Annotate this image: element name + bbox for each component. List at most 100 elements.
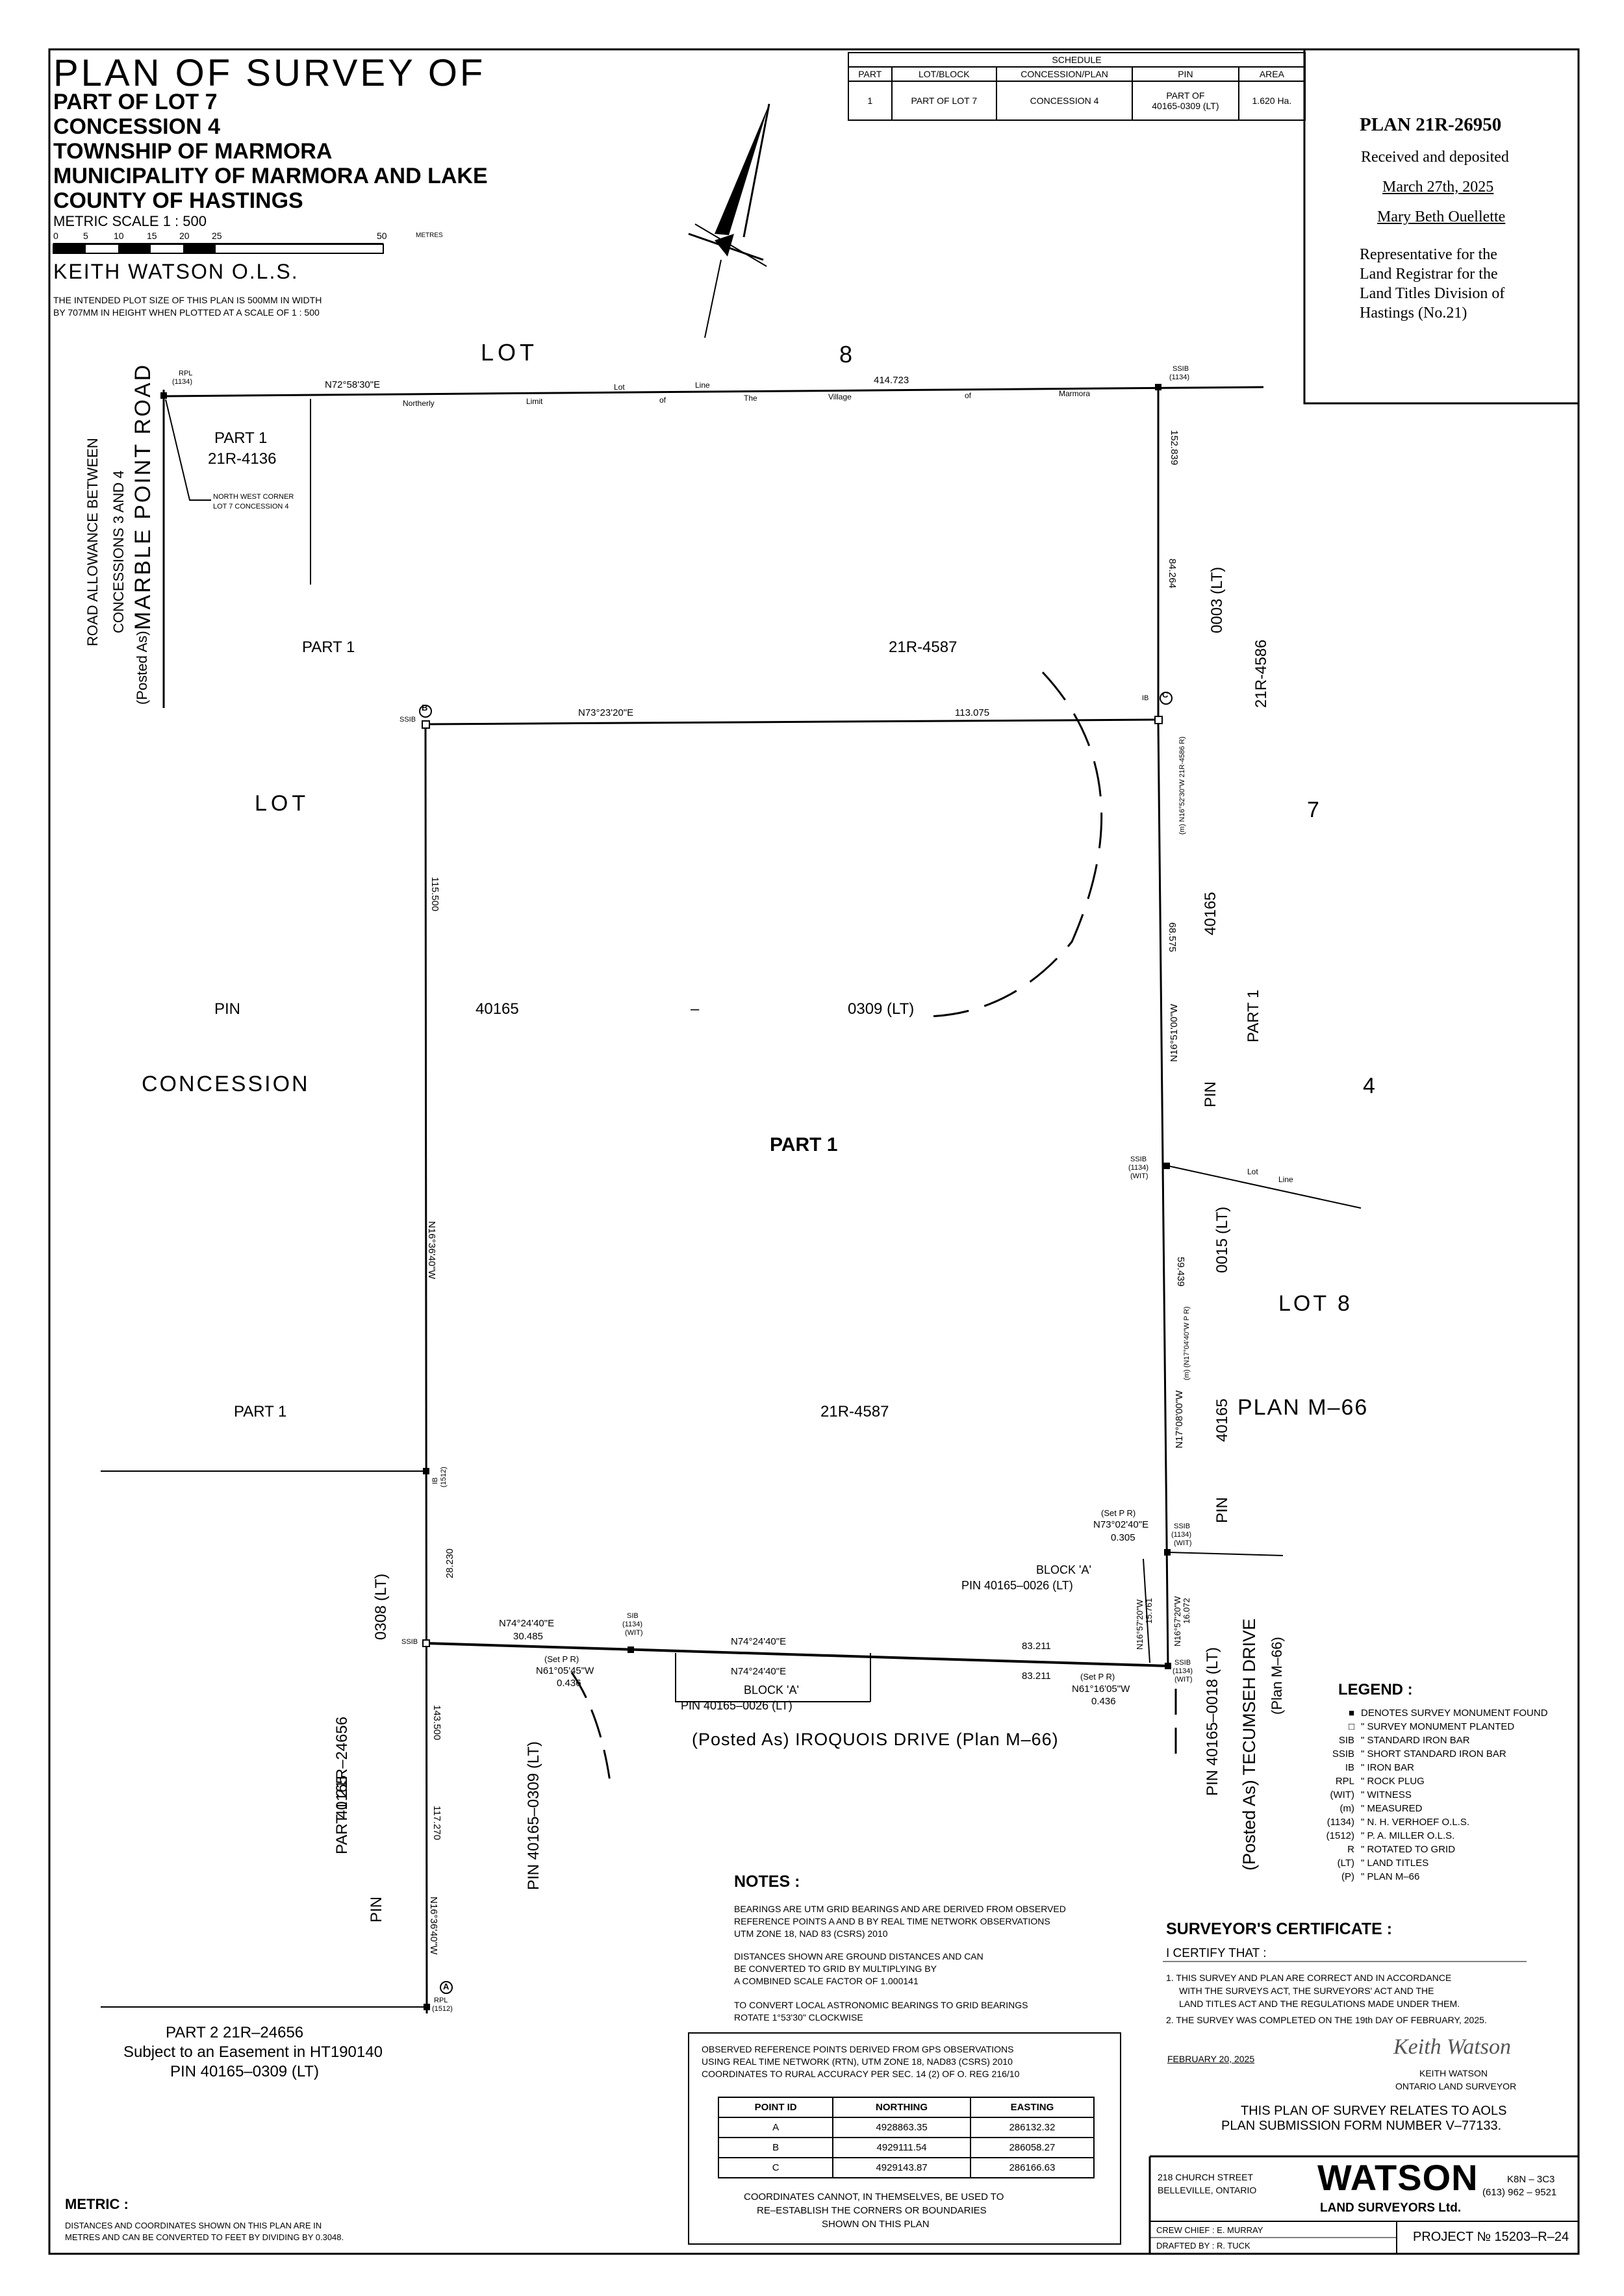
deposit-box bbox=[1303, 48, 1580, 405]
postal-code: K8N – 3C3 bbox=[1507, 2174, 1555, 2185]
west-boundary bbox=[424, 724, 428, 2014]
plan-ref: 21R-4587 bbox=[889, 638, 958, 656]
plot-note: THE INTENDED PLOT SIZE OF THIS PLAN IS 5… bbox=[53, 295, 322, 305]
bearing: N61°16'05"W bbox=[1072, 1684, 1130, 1695]
road-allowance-label: ROAD ALLOWANCE BETWEEN bbox=[84, 438, 101, 646]
line-word: Northerly bbox=[403, 399, 435, 408]
note-line: ROTATE 1°53'30" CLOCKWISE bbox=[734, 2012, 863, 2023]
pin-label: 0309 (LT) bbox=[848, 1000, 915, 1018]
north-boundary bbox=[425, 718, 1159, 725]
distance: 28.230 bbox=[444, 1548, 455, 1578]
point-c-label: C bbox=[1162, 690, 1169, 700]
legend-symbol: (1512) bbox=[1326, 1830, 1354, 1841]
plan-title: PLAN OF SURVEY OF bbox=[53, 52, 486, 94]
monument-label: (1512) bbox=[432, 2005, 453, 2013]
legend-desc: " SURVEY MONUMENT PLANTED bbox=[1361, 1721, 1515, 1732]
monument-label: IB bbox=[1142, 694, 1149, 702]
drawing-border bbox=[48, 48, 1580, 2255]
metric-scale: METRIC SCALE 1 : 500 bbox=[53, 213, 207, 229]
ref-cell: 4929143.87 bbox=[832, 2157, 971, 2178]
aols-note: PLAN SUBMISSION FORM NUMBER V–77133. bbox=[1221, 2119, 1502, 2133]
note-line: BE CONVERTED TO GRID BY MULTIPLYING BY bbox=[734, 1963, 937, 1974]
part-label: PART 1 bbox=[1245, 989, 1262, 1042]
certificate-certify: I CERTIFY THAT : bbox=[1166, 1947, 1267, 1960]
distance: 0.436 bbox=[1091, 1696, 1116, 1707]
pin-label: PIN bbox=[214, 1000, 241, 1018]
pin-label: PIN 40165–0309 (LT) bbox=[170, 2063, 320, 2080]
pin-label: PIN bbox=[1202, 1081, 1219, 1107]
certificate-role: ONTARIO LAND SURVEYOR bbox=[1395, 2081, 1517, 2091]
scale-unit: METRES bbox=[416, 232, 443, 239]
lot-label: LOT bbox=[481, 339, 539, 366]
part-label: PART 1 bbox=[302, 638, 355, 656]
legend-symbol: IB bbox=[1345, 1762, 1354, 1773]
block-a-pin: PIN 40165–0026 (LT) bbox=[681, 1699, 793, 1712]
table-row: C 4929143.87 286166.63 bbox=[717, 2157, 1095, 2178]
distance: 68.575 bbox=[1167, 922, 1178, 952]
note-line: REFERENCE POINTS A AND B BY REAL TIME NE… bbox=[734, 1916, 1050, 1926]
distance: 30.485 bbox=[513, 1631, 543, 1642]
lot-label: LOT 8 bbox=[1278, 1291, 1352, 1316]
legend-desc: " PLAN M–66 bbox=[1361, 1871, 1420, 1882]
set-pr-label: (Set P R) bbox=[1080, 1672, 1115, 1682]
line-word: Lot bbox=[614, 383, 625, 392]
distance: 113.075 bbox=[955, 707, 990, 718]
distance: 15.761 bbox=[1144, 1598, 1154, 1624]
monument-label: (WIT) bbox=[1174, 1676, 1193, 1684]
lot-label: LOT bbox=[255, 791, 310, 816]
monument-label: SSIB bbox=[1174, 1659, 1191, 1667]
note-line: TO CONVERT LOCAL ASTRONOMIC BEARINGS TO … bbox=[734, 2000, 1028, 2010]
legend-desc: " ROCK PLUG bbox=[1361, 1776, 1425, 1787]
ref-cell: B bbox=[717, 2137, 834, 2158]
plan-ref: 21R-4587 bbox=[820, 1403, 889, 1420]
ref-cell: C bbox=[717, 2157, 834, 2178]
distance: 143.500 bbox=[431, 1705, 442, 1741]
line-word: The bbox=[744, 394, 757, 403]
schedule-heading: SCHEDULE bbox=[848, 52, 1306, 68]
distance: 59.439 bbox=[1175, 1257, 1186, 1287]
block-a-pin: PIN 40165–0026 (LT) bbox=[961, 1579, 1073, 1592]
point-a-label: A bbox=[443, 1982, 450, 1991]
pin-label: 40165 bbox=[1213, 1398, 1231, 1442]
deposit-rep: Representative for the bbox=[1360, 246, 1497, 263]
legend-desc: " STANDARD IRON BAR bbox=[1361, 1735, 1470, 1746]
scale-tick: 5 bbox=[83, 231, 88, 241]
crew-chief: CREW CHIEF : E. MURRAY bbox=[1156, 2225, 1263, 2235]
ref-cell: 4929111.54 bbox=[832, 2137, 971, 2158]
deposit-rep: Land Registrar for the bbox=[1360, 266, 1498, 283]
plan-ref: 21R-4586 bbox=[1252, 639, 1270, 708]
pin-dash: – bbox=[691, 1000, 700, 1018]
pin-label: 40165 bbox=[1202, 892, 1219, 935]
ref-points-heading: OBSERVED REFERENCE POINTS DERIVED FROM G… bbox=[702, 2044, 1014, 2054]
table-row: A 4928863.35 286132.32 bbox=[717, 2117, 1095, 2138]
line-word: Limit bbox=[526, 397, 543, 406]
ref-header: POINT ID bbox=[717, 2097, 834, 2118]
pin-label: PIN 40165–0018 (LT) bbox=[1204, 1646, 1221, 1796]
schedule-header: PART bbox=[848, 66, 893, 82]
ref-points-heading: USING REAL TIME NETWORK (RTN), UTM ZONE … bbox=[702, 2056, 1013, 2067]
north-arrow bbox=[688, 103, 770, 338]
legend-symbol: (WIT) bbox=[1330, 1789, 1354, 1800]
pin-label: 40165 bbox=[333, 1775, 351, 1819]
plot-note: BY 707MM IN HEIGHT WHEN PLOTTED AT A SCA… bbox=[53, 307, 320, 318]
deposit-date: March 27th, 2025 bbox=[1382, 179, 1494, 196]
monument-label: (1134) bbox=[1173, 1667, 1193, 1675]
legend-title: LEGEND : bbox=[1338, 1681, 1413, 1698]
ref-footer: COORDINATES CANNOT, IN THEMSELVES, BE US… bbox=[744, 2191, 1004, 2202]
set-pr-label: (Set P R) bbox=[1101, 1508, 1136, 1518]
plan-ref: 21R-4136 bbox=[208, 450, 277, 468]
metric-note: DISTANCES AND COORDINATES SHOWN ON THIS … bbox=[65, 2221, 322, 2230]
distance: 84.264 bbox=[1167, 559, 1178, 588]
distance: 83.211 bbox=[1022, 1641, 1051, 1652]
ref-cell: 286058.27 bbox=[969, 2137, 1095, 2158]
monument-label: (WIT) bbox=[1130, 1172, 1148, 1180]
nw-corner-note: LOT 7 CONCESSION 4 bbox=[213, 503, 289, 511]
legend-desc: " ROTATED TO GRID bbox=[1361, 1844, 1456, 1855]
distance: 117.270 bbox=[431, 1806, 442, 1841]
title-line-3: TOWNSHIP OF MARMORA bbox=[53, 139, 333, 164]
deposit-rep: Hastings (No.21) bbox=[1360, 305, 1467, 322]
bearing: N74°24'40"E bbox=[731, 1636, 787, 1647]
monument-label: IB bbox=[431, 1477, 439, 1484]
certificate-line: 1. THIS SURVEY AND PLAN ARE CORRECT AND … bbox=[1166, 1973, 1452, 1983]
